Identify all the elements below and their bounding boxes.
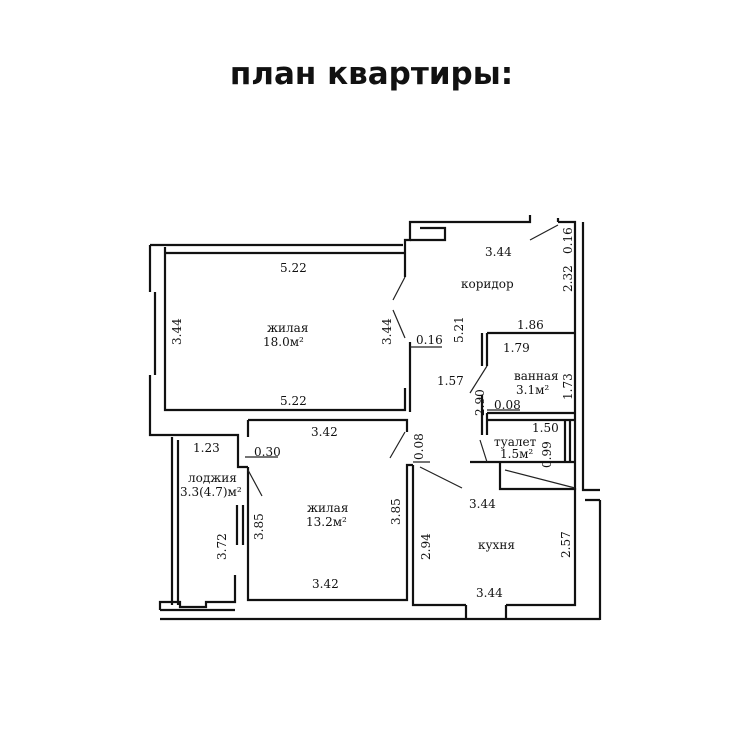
dim-label: 2.57 <box>559 531 573 558</box>
dim-label: 5.22 <box>280 394 307 408</box>
room-toilet: 1.50 0.99 туалет 1.5м² <box>494 421 559 468</box>
room-name: туалет <box>494 435 537 449</box>
dim-label: 1.73 <box>561 373 575 400</box>
walls <box>148 215 602 621</box>
dim-label: 3.42 <box>312 577 339 591</box>
room-name: коридор <box>461 277 514 291</box>
dim-label: 3.44 <box>469 497 496 511</box>
dim-label: 3.72 <box>215 533 229 560</box>
dim-label: 2.90 <box>473 389 487 416</box>
dim-label: 1.50 <box>532 421 559 435</box>
room-living-2: 3.42 3.42 3.85 3.85 жилая 13.2м² <box>252 425 403 591</box>
room-name: ванная <box>514 369 559 383</box>
dim-label: 5.22 <box>280 261 307 275</box>
dim-label: 3.85 <box>389 498 403 525</box>
room-area: 1.5м² <box>500 447 533 461</box>
dim-label: 3.44 <box>485 245 512 259</box>
dim-label: 0.08 <box>494 398 521 412</box>
dim-label: 1.79 <box>503 341 530 355</box>
dim-label: 2.94 <box>419 533 433 560</box>
room-name: лоджия <box>188 471 237 485</box>
dim-label: 0.16 <box>561 227 575 254</box>
dim-label: 3.44 <box>170 318 184 345</box>
room-living-1: 5.22 5.22 3.44 3.44 жилая 18.0м² <box>170 261 394 408</box>
room-loggia: 1.23 0.30 3.72 лоджия 3.3(4.7)м² <box>180 441 281 560</box>
dim-label: 1.23 <box>193 441 220 455</box>
dim-label: 3.44 <box>476 586 503 600</box>
room-area: 18.0м² <box>263 335 304 349</box>
room-corridor: 3.44 5.21 2.32 0.16 0.16 1.57 2.90 0.08 … <box>412 227 575 460</box>
room-bathroom: 1.86 1.79 1.73 0.08 ванная 3.1м² <box>494 318 575 412</box>
dim-label: 3.42 <box>311 425 338 439</box>
room-area: 3.3(4.7)м² <box>180 485 242 499</box>
room-name: кухня <box>478 538 515 552</box>
room-area: 3.1м² <box>516 383 549 397</box>
dim-label: 0.16 <box>416 333 443 347</box>
dim-label: 2.32 <box>561 265 575 292</box>
room-kitchen: 3.44 3.44 2.94 2.57 кухня <box>419 497 573 600</box>
dim-label: 1.57 <box>437 374 464 388</box>
dim-label: 0.99 <box>540 441 554 468</box>
room-name: жилая <box>267 321 308 335</box>
dim-label: 0.08 <box>412 433 426 460</box>
page-title: план квартиры: <box>229 56 514 92</box>
room-name: жилая <box>307 501 348 515</box>
dim-label: 0.30 <box>254 445 281 459</box>
room-area: 13.2м² <box>306 515 347 529</box>
dim-label: 3.44 <box>380 318 394 345</box>
dim-label: 3.85 <box>252 513 266 540</box>
dim-label: 5.21 <box>452 316 466 343</box>
dim-label: 1.86 <box>517 318 544 332</box>
